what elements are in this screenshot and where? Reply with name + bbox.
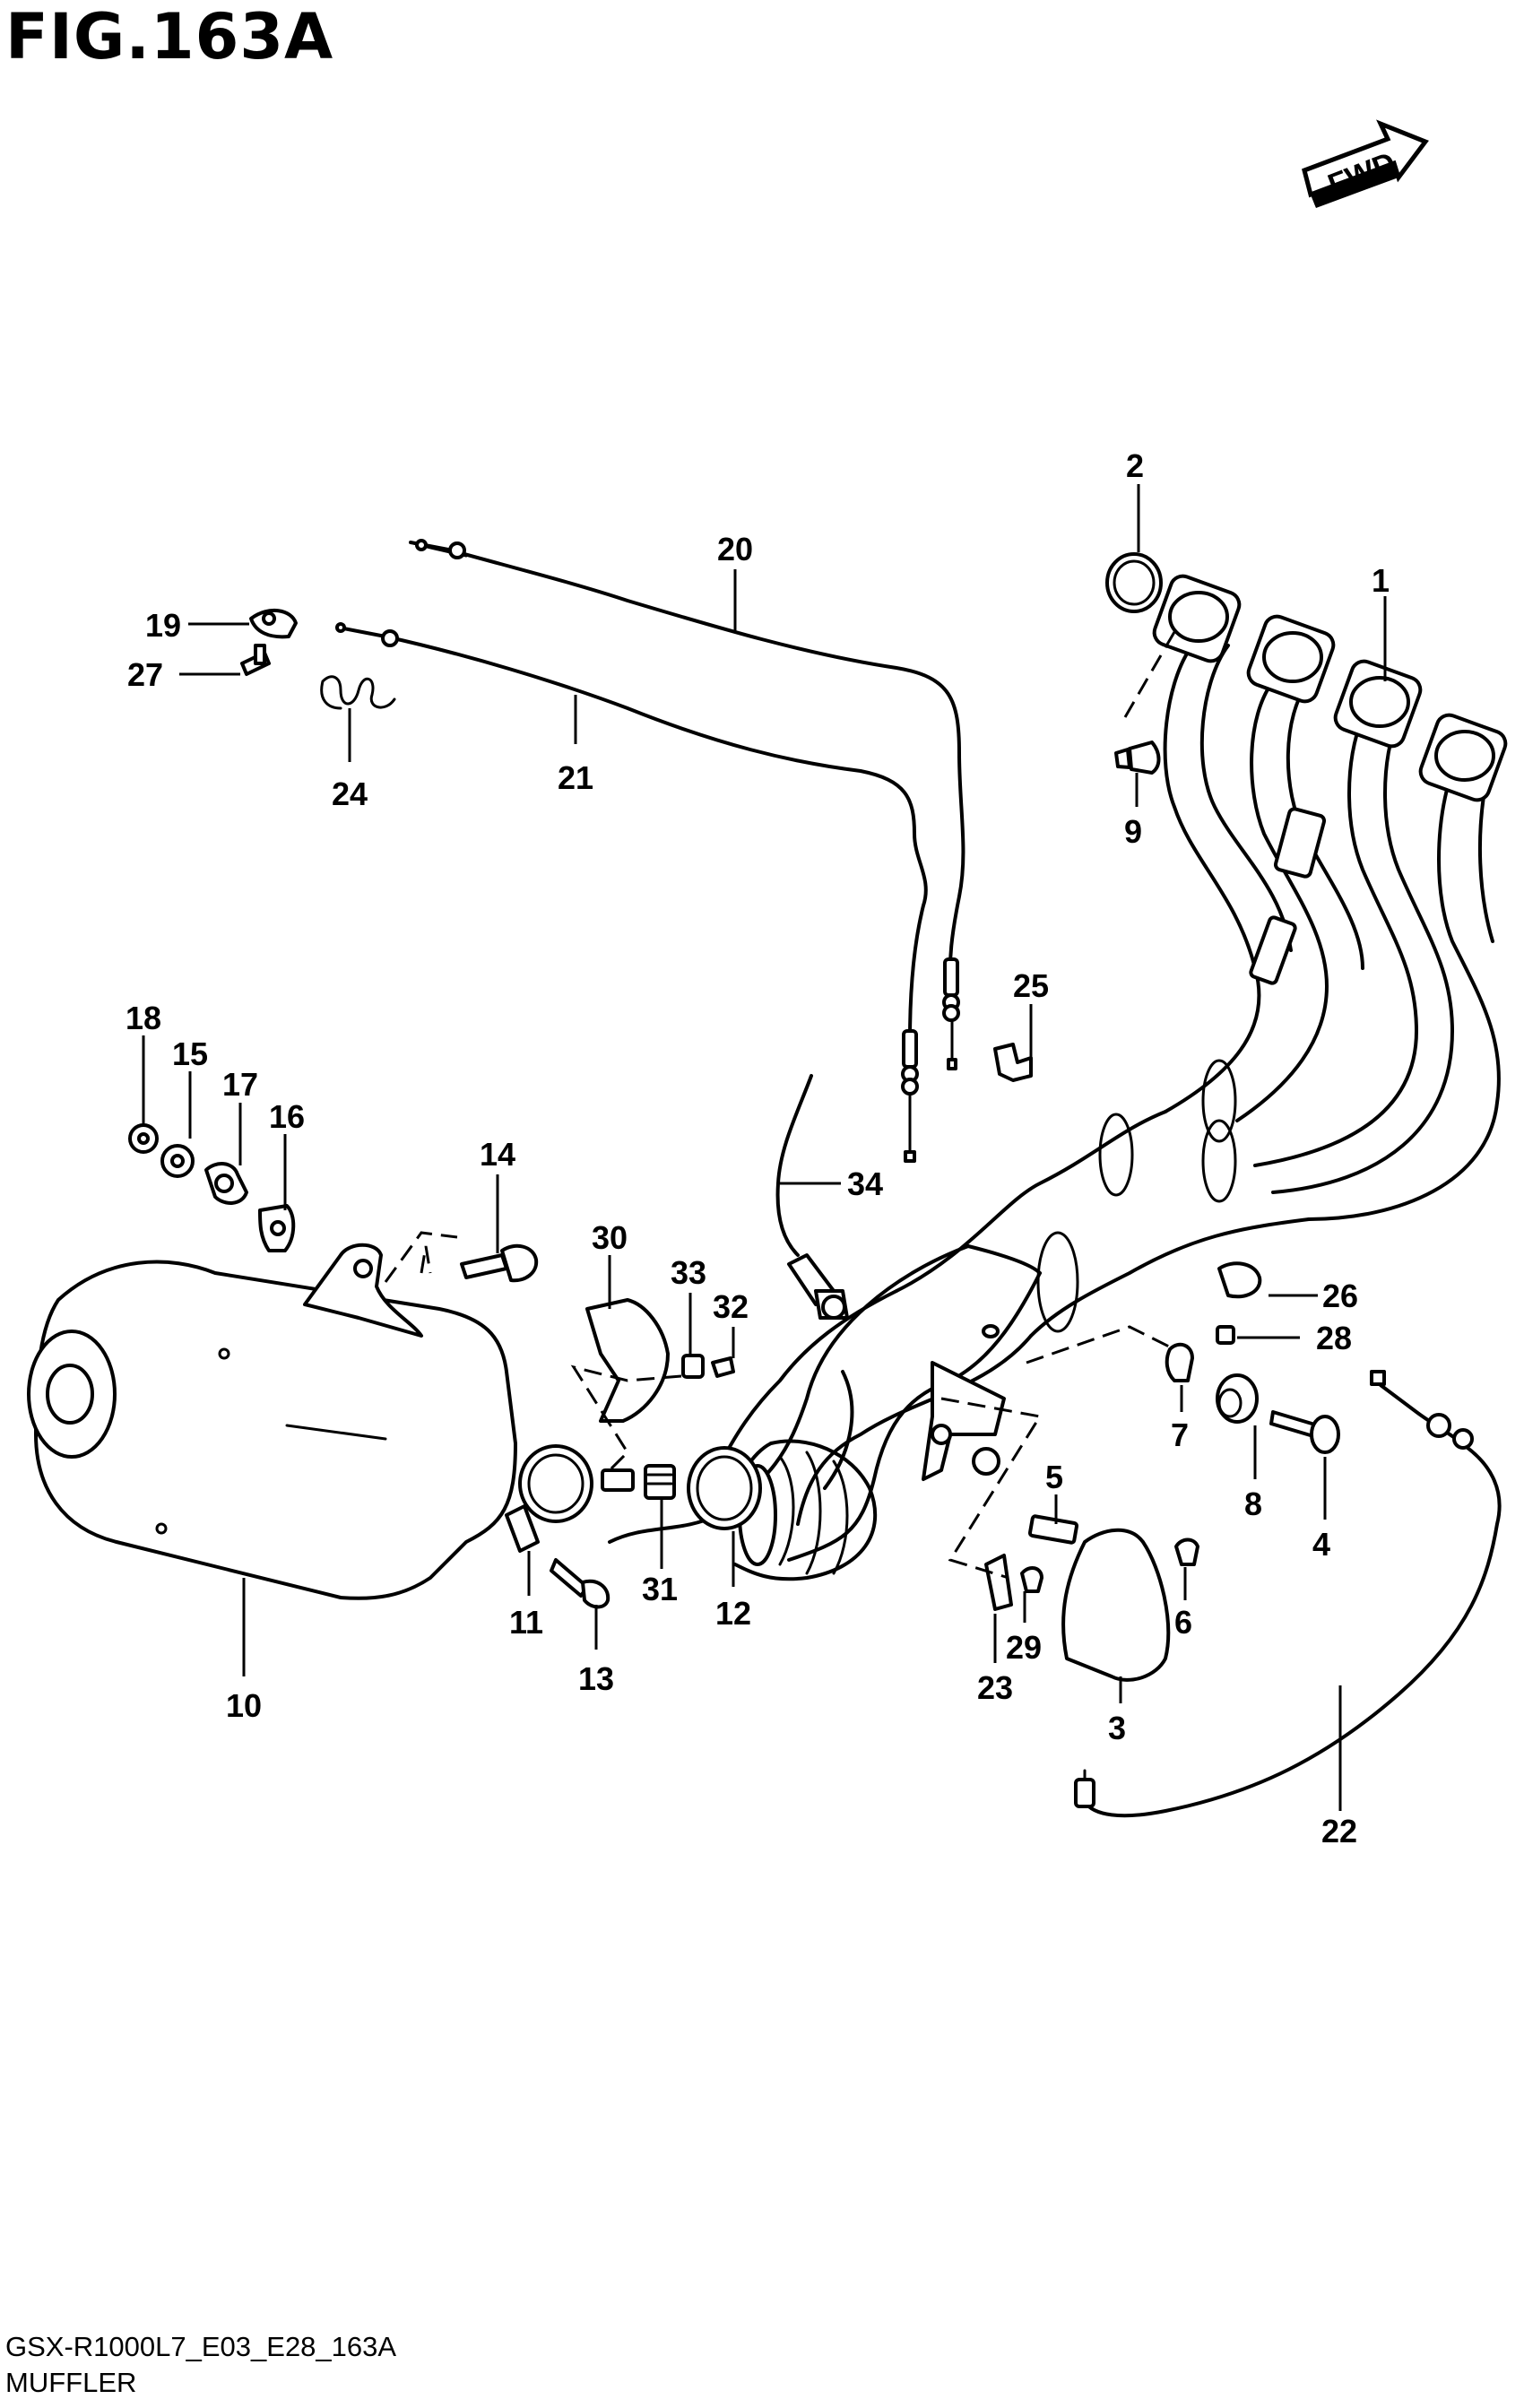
callout-8: 8 xyxy=(1244,1486,1262,1522)
callout-19: 19 xyxy=(145,607,181,644)
callout-32: 32 xyxy=(713,1288,749,1325)
callout-20: 20 xyxy=(717,531,753,567)
callout-31: 31 xyxy=(642,1571,678,1607)
callout-2: 2 xyxy=(1126,447,1144,484)
callout-33: 33 xyxy=(671,1254,706,1291)
figure-title: FIG.163A xyxy=(5,0,334,74)
callout-11: 11 xyxy=(509,1604,543,1641)
callout-21: 21 xyxy=(558,759,593,796)
callout-27: 27 xyxy=(127,656,163,693)
callout-29: 29 xyxy=(1006,1629,1042,1666)
exhaust-header-pipes xyxy=(715,574,1508,1526)
callout-13: 13 xyxy=(578,1660,614,1697)
section-name: MUFFLER xyxy=(5,2367,137,2398)
callout-14: 14 xyxy=(480,1136,515,1173)
cable-bracket-parts xyxy=(240,608,1502,1818)
callout-3: 3 xyxy=(1108,1710,1126,1746)
callout-1: 1 xyxy=(1372,562,1390,599)
callout-28: 28 xyxy=(1316,1320,1352,1356)
callout-7: 7 xyxy=(1171,1416,1189,1453)
callout-30: 30 xyxy=(592,1219,628,1256)
callout-numbers: 1 2 3 4 5 6 7 8 9 10 11 12 13 14 15 16 1… xyxy=(126,447,1390,1849)
callout-9: 9 xyxy=(1124,813,1142,850)
callout-leaders xyxy=(142,484,1387,1811)
callout-22: 22 xyxy=(1321,1813,1357,1849)
callout-10: 10 xyxy=(226,1687,262,1724)
callout-34: 34 xyxy=(847,1165,883,1202)
callout-26: 26 xyxy=(1322,1278,1358,1314)
muffler-canister xyxy=(27,1243,517,1600)
callout-25: 25 xyxy=(1013,967,1049,1004)
drawing-code: GSX-R1000L7_E03_E28_163A xyxy=(5,2331,397,2362)
heat-shield-hardware xyxy=(984,552,1340,1682)
callout-4: 4 xyxy=(1312,1526,1330,1563)
assembly-guides xyxy=(384,631,1176,1580)
callout-17: 17 xyxy=(222,1066,258,1103)
callout-18: 18 xyxy=(126,1000,161,1036)
callout-24: 24 xyxy=(332,775,368,812)
callout-5: 5 xyxy=(1045,1459,1063,1495)
callout-6: 6 xyxy=(1174,1604,1192,1641)
callout-12: 12 xyxy=(715,1595,751,1632)
forward-arrow-icon: FWD xyxy=(1302,119,1429,208)
callout-15: 15 xyxy=(172,1035,208,1072)
callout-23: 23 xyxy=(977,1669,1013,1706)
muffler-mount-hardware xyxy=(128,1123,762,1609)
valve-cables xyxy=(335,539,965,1163)
callout-16: 16 xyxy=(269,1098,305,1135)
